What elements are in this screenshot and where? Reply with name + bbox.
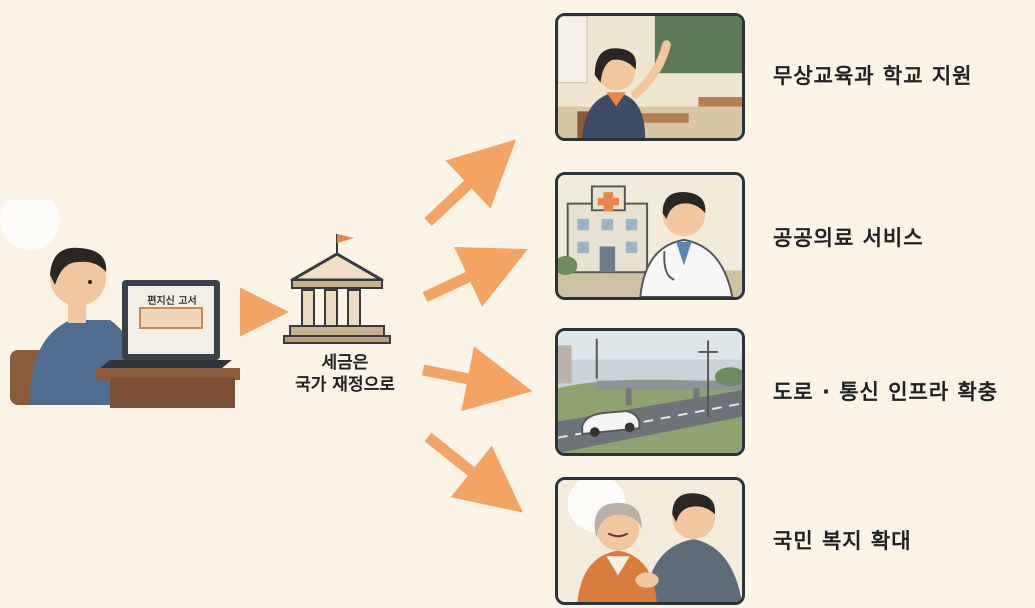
government-building-icon: [283, 234, 391, 344]
center-caption: 세금은 국가 재정으로: [270, 352, 420, 396]
welfare-family-icon: [558, 480, 742, 602]
laptop-screen-text: 편지신 고서: [147, 296, 197, 307]
label-welfare: 국민 복지 확대: [773, 529, 912, 553]
road-infrastructure-icon: [558, 331, 742, 453]
taxpayer-laptop-illustration: [0, 200, 240, 410]
center-caption-line1: 세금은: [321, 353, 369, 373]
label-medical: 공공의료 서비스: [773, 226, 924, 250]
panel-infrastructure: [555, 328, 745, 456]
student-icon: [558, 16, 742, 138]
arrow-to-infrastructure: [421, 346, 533, 412]
label-education: 무상교육과 학교 지원: [773, 64, 973, 88]
arrow-to-education: [424, 139, 517, 227]
panel-medical: [555, 172, 745, 300]
center-caption-line2: 국가 재정으로: [295, 375, 395, 395]
arrow-to-medical: [422, 247, 528, 307]
panel-welfare: [555, 477, 745, 605]
doctor-hospital-icon: [558, 175, 742, 297]
label-infrastructure: 도로 · 통신 인프라 확충: [773, 380, 999, 404]
arrow-to-welfare: [424, 432, 523, 513]
panel-education: [555, 13, 745, 141]
